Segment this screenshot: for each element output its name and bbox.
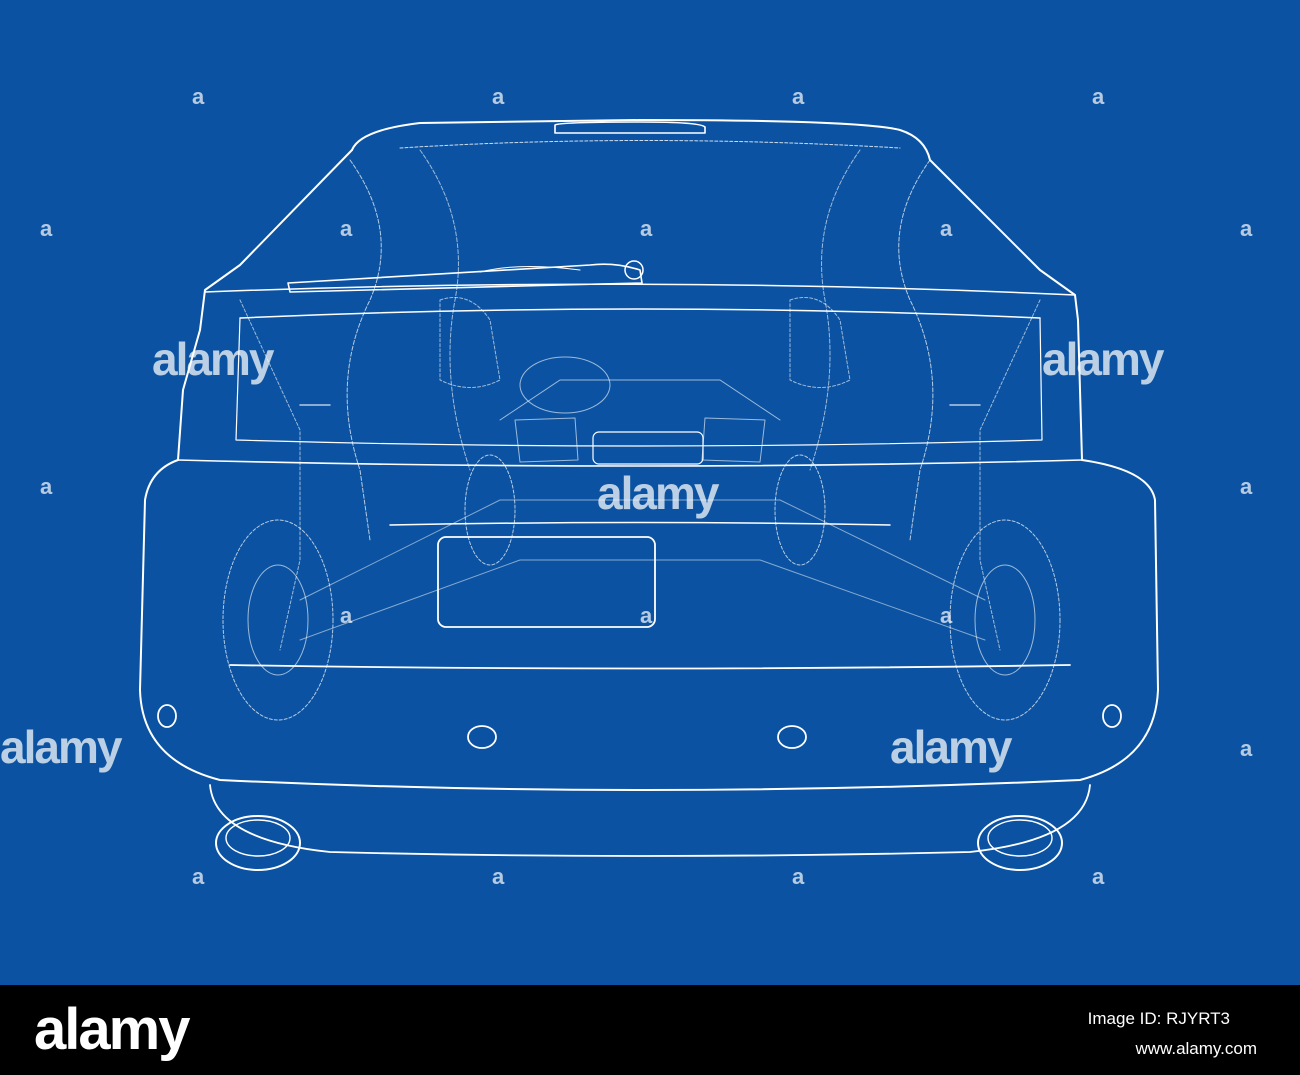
watermark-mark: a	[640, 603, 653, 628]
watermark: alamy	[152, 333, 274, 385]
watermark-mark: a	[192, 84, 205, 109]
watermark-mark: a	[1240, 216, 1253, 241]
watermark-mark: a	[40, 474, 53, 499]
watermark-mark: a	[1092, 864, 1105, 889]
watermark: alamy	[1042, 333, 1164, 385]
watermark-mark: a	[792, 864, 805, 889]
watermark-mark: a	[640, 216, 653, 241]
watermark-mark: a	[792, 84, 805, 109]
site-url[interactable]: www.alamy.com	[1135, 1039, 1257, 1058]
watermark-mark: a	[40, 216, 53, 241]
watermark: alamy	[597, 467, 719, 519]
watermark-mark: a	[940, 216, 953, 241]
stock-footer: alamy Image ID: RJYRT3 www.alamy.com	[0, 985, 1300, 1075]
watermark-mark: a	[1092, 84, 1105, 109]
watermark-mark: a	[940, 603, 953, 628]
watermark-mark: a	[340, 603, 353, 628]
image-id: Image ID: RJYRT3	[1087, 1009, 1230, 1028]
watermark-mark: a	[492, 864, 505, 889]
watermark-mark: a	[492, 84, 505, 109]
blueprint-canvas: alamy alamy alamy alamy alamy a a a a a …	[0, 0, 1300, 985]
watermark-mark: a	[1240, 736, 1253, 761]
watermark-mark: a	[340, 216, 353, 241]
watermark: alamy	[890, 721, 1012, 773]
alamy-logo: alamy	[34, 997, 190, 1062]
watermark: alamy	[0, 721, 122, 773]
watermark-mark: a	[192, 864, 205, 889]
watermark-mark: a	[1240, 474, 1253, 499]
car-rear-wireframe	[139, 119, 1159, 871]
